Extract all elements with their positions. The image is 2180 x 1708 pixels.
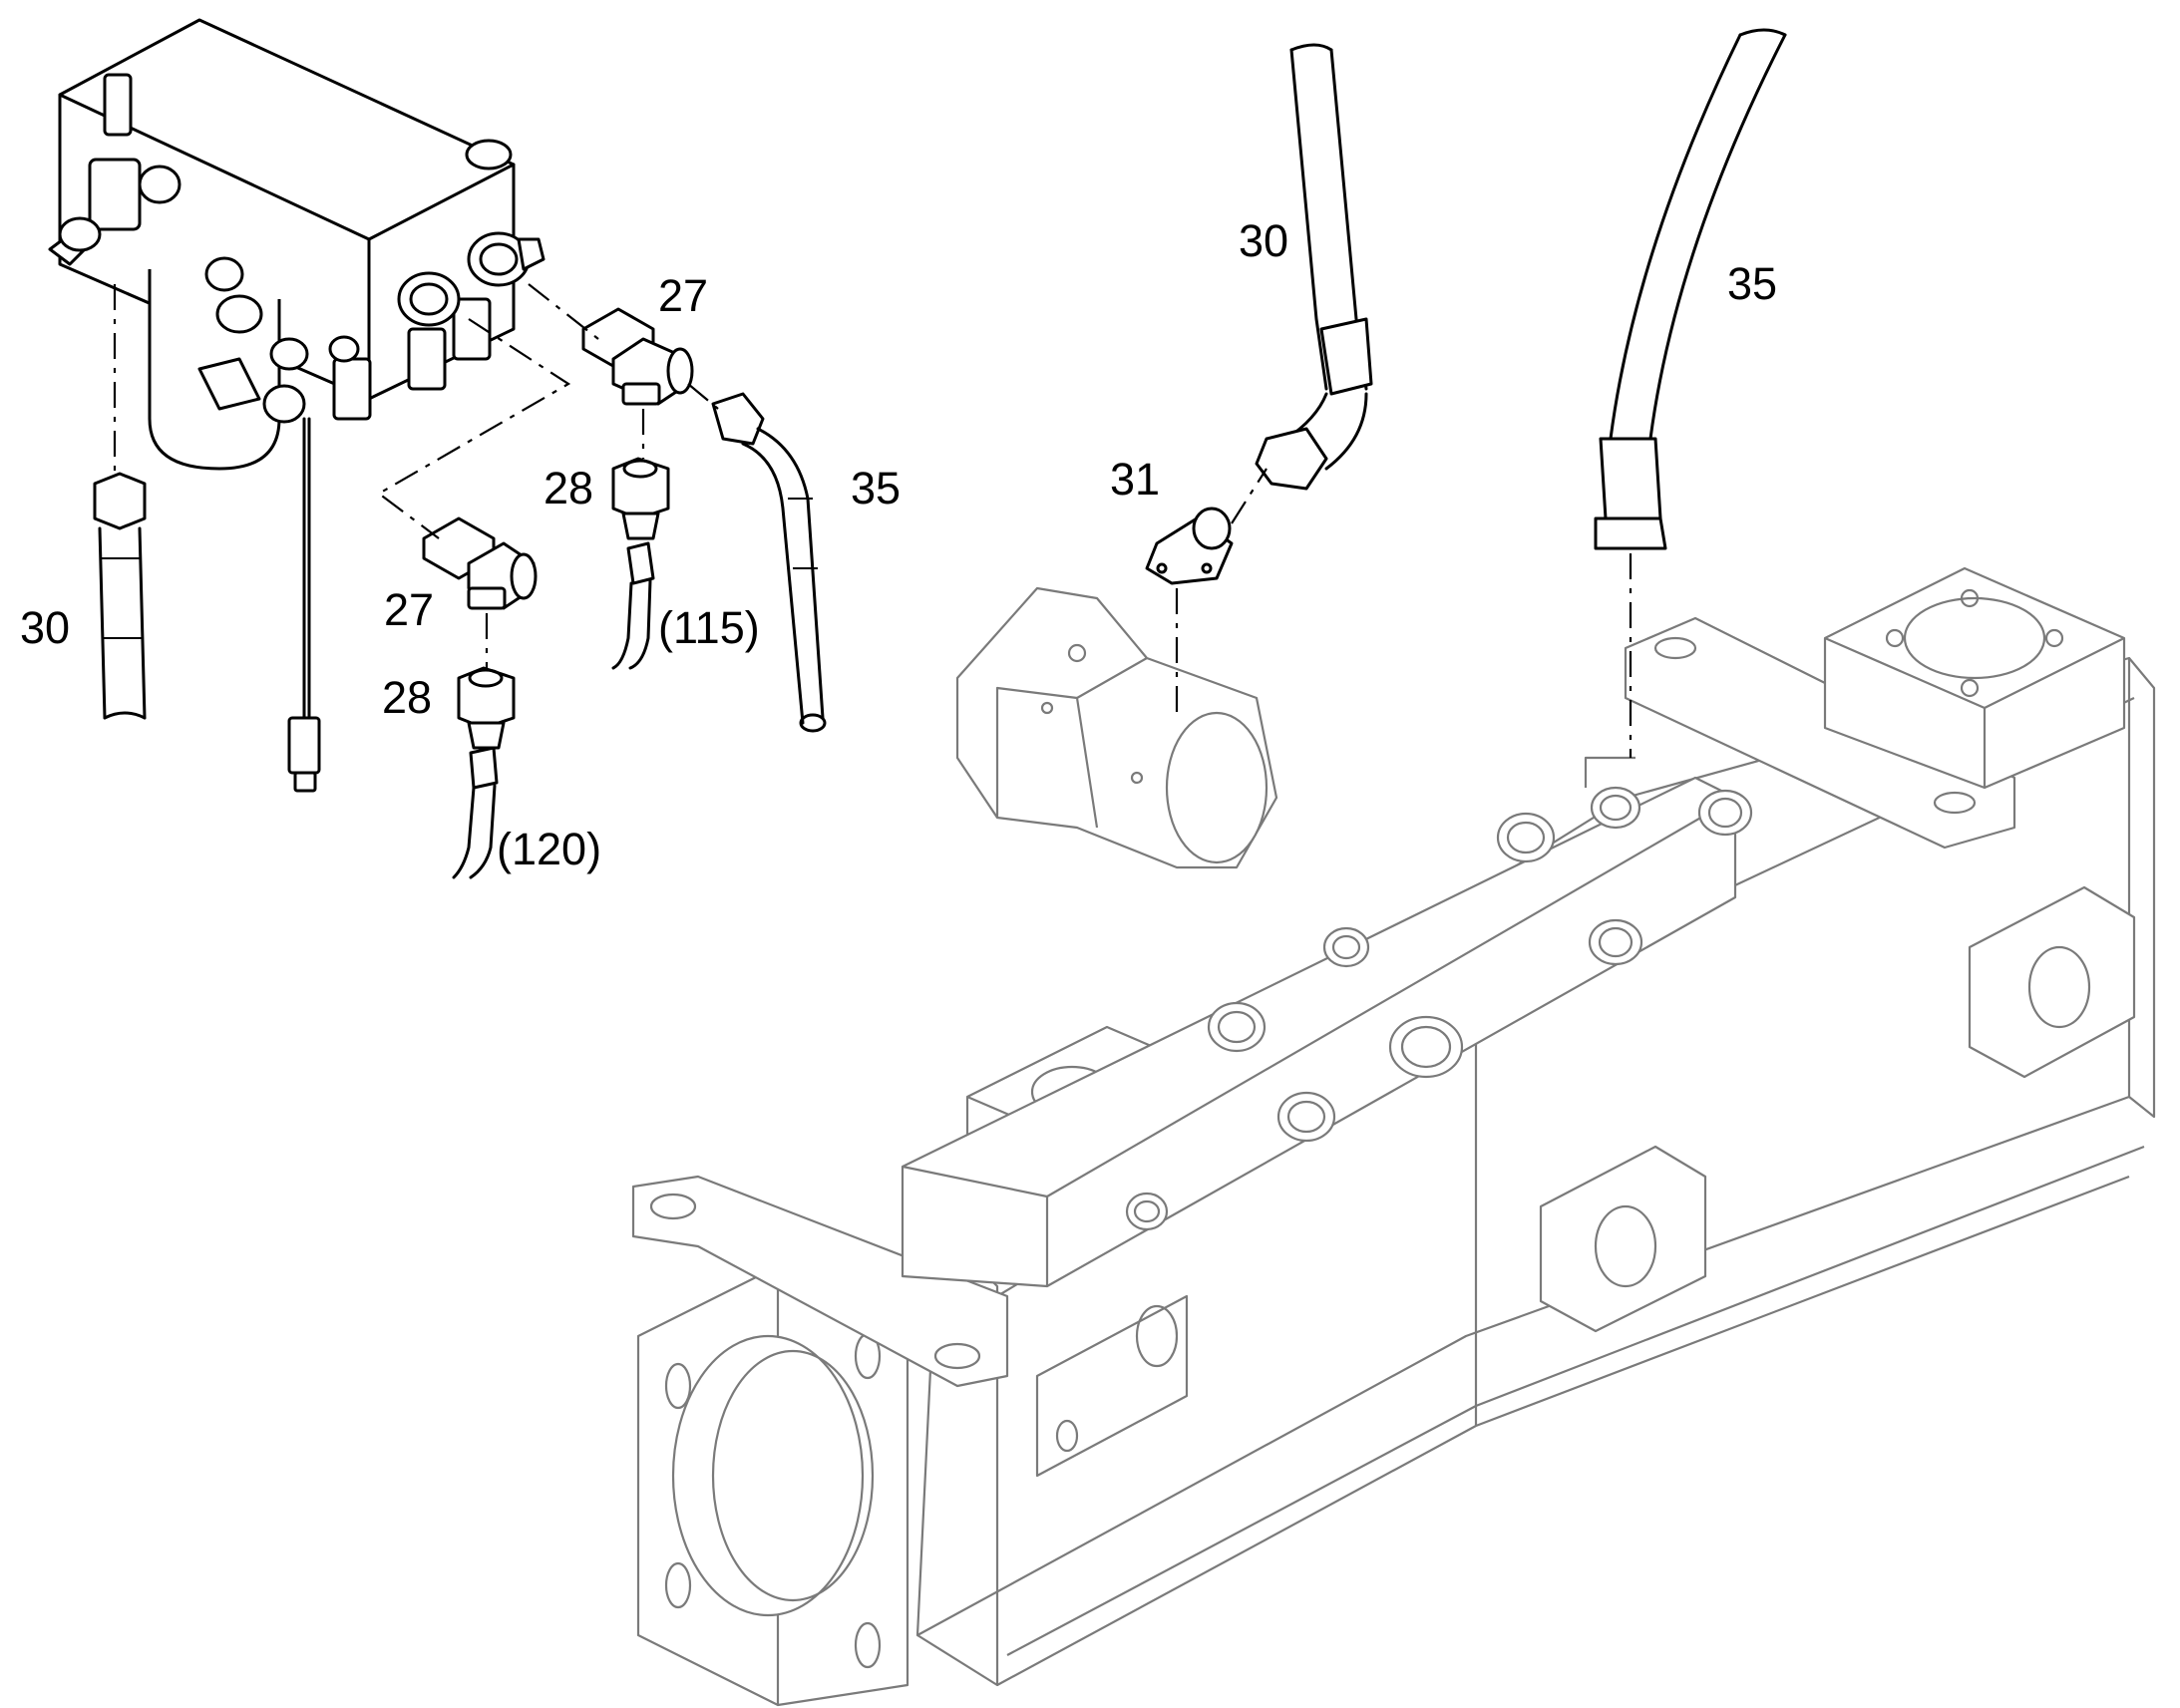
hose-30-left [93,472,147,720]
axle-housing [631,566,2156,1707]
elbow-flange-31 [1145,507,1234,585]
union-fitting-upper [611,457,670,540]
tee-fitting-upper [581,307,694,406]
callout-27-upper: 27 [658,270,708,321]
callout-30-left: 30 [20,602,70,653]
valve-block [48,18,545,793]
hose-30-right [1255,43,1373,491]
hose-35-left [711,392,827,733]
union-fitting-lower [457,666,516,750]
callout-35-right: 35 [1727,258,1777,309]
callout-31: 31 [1110,454,1160,505]
callout-35-left: 35 [851,463,901,513]
tee-fitting-lower [422,516,538,610]
callout-27-lower: 27 [384,584,434,635]
callout-28-lower: 28 [382,672,432,723]
assembly-lines [113,283,1633,758]
line-120 [452,746,499,879]
callout-120: (120) [497,824,601,874]
callout-30-right: 30 [1239,215,1288,266]
hose-35-right [1594,28,1787,550]
callouts: 27 28 (115) 35 30 27 28 (120) 30 35 31 [20,215,1777,874]
callout-28-upper: 28 [544,463,593,513]
line-115 [611,541,655,670]
callout-115: (115) [658,602,760,653]
